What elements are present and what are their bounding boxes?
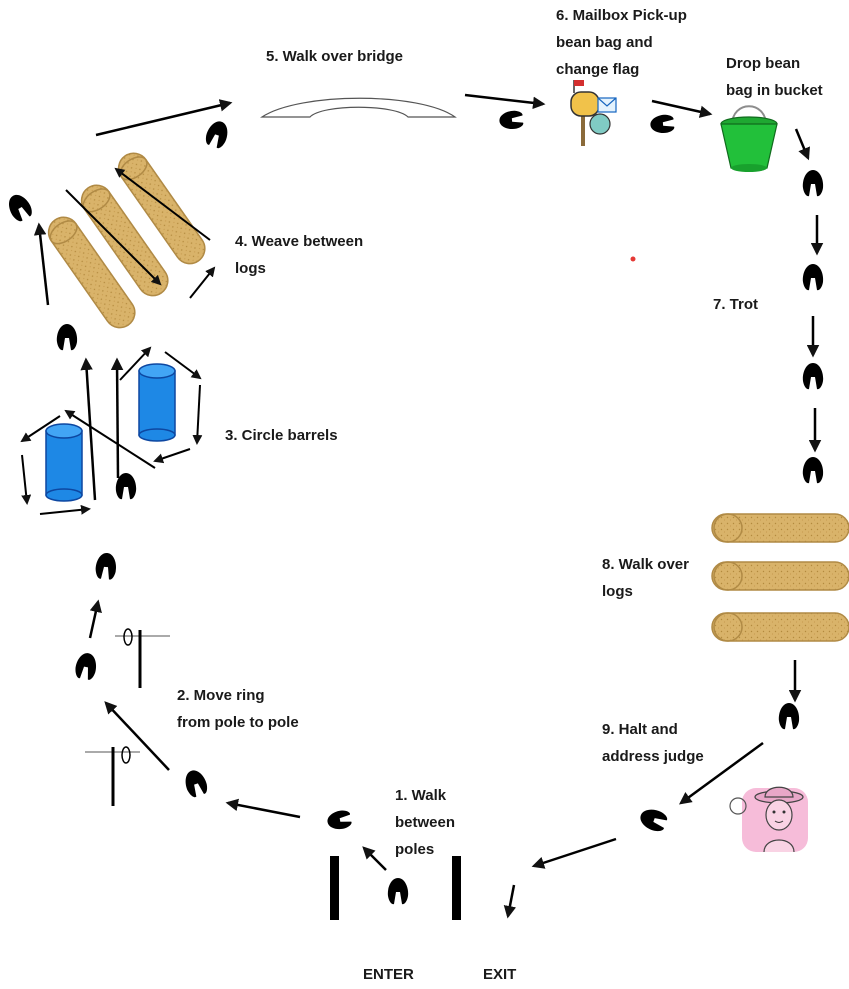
pole-icon (330, 856, 461, 920)
label-line: logs (602, 583, 633, 600)
mailbox-icon (570, 80, 617, 146)
label-line: 1. Walk (395, 787, 447, 804)
label-line: 9. Halt and (602, 721, 678, 738)
station-2-label: 2. Move ring from pole to pole (177, 682, 299, 736)
walk-over-logs (711, 513, 849, 642)
bucket-icon (720, 105, 778, 172)
label-line: bag in bucket (726, 82, 823, 99)
station-4-label: 4. Weave between logs (235, 228, 363, 282)
station-5-label: 5. Walk over bridge (266, 43, 403, 70)
station-9-label: 9. Halt and address judge (602, 716, 704, 770)
label-line: from pole to pole (177, 714, 299, 731)
arrow-icon (20, 346, 203, 515)
label-line: 5. Walk over bridge (266, 48, 403, 65)
barrel-icon (138, 363, 176, 442)
label-line: poles (395, 841, 435, 858)
ring-icon (85, 628, 170, 806)
label-line: 7. Trot (713, 296, 759, 313)
arrow-icon (65, 167, 216, 299)
arrow-icon (33, 93, 824, 919)
bridge-icon (259, 97, 457, 118)
weave-logs (47, 152, 206, 329)
label-line: Drop bean (726, 55, 801, 72)
label-line: address judge (602, 748, 704, 765)
station-3-label: 3. Circle barrels (225, 422, 338, 449)
judge-icon (729, 786, 808, 853)
label-line: 2. Move ring (177, 687, 265, 704)
station-8-label: 8. Walk over logs (602, 551, 689, 605)
label-line: 6. Mailbox Pick-up (556, 7, 687, 24)
marker-dot (630, 256, 636, 262)
label-line: change flag (556, 61, 640, 78)
label-line: 3. Circle barrels (225, 427, 338, 444)
label-line: between (395, 814, 456, 831)
label-line: bean bag and (556, 34, 653, 51)
station-6-label: 6. Mailbox Pick-up bean bag and change f… (556, 2, 687, 83)
enter-label: ENTER (363, 966, 414, 983)
station-7-label: 7. Trot (713, 291, 758, 318)
drop-bean-bag-label: Drop bean bag in bucket (726, 50, 823, 104)
barrel-icon (45, 423, 83, 502)
station-1-label: 1. Walk between poles (395, 782, 455, 863)
label-line: 8. Walk over (602, 556, 689, 573)
label-line: 4. Weave between (235, 233, 364, 250)
exit-label: EXIT (483, 966, 517, 983)
label-line: logs (235, 260, 266, 277)
